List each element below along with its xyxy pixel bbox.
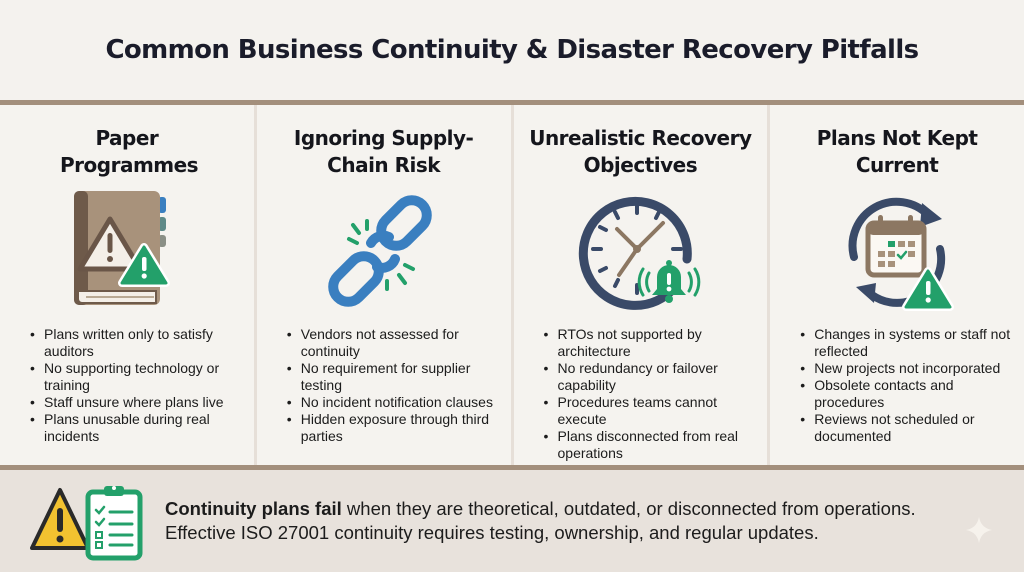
card-title: Paper Programmes [60,126,199,177]
list-item: No redundancy or failover capability [544,360,756,394]
bullet-list: Changes in systems or staff not reflecte… [800,326,1012,445]
sparkle-icon [966,517,992,543]
checklist-clipboard-icon [85,486,143,561]
pitfall-card-plans-current: Plans Not Kept Current [767,105,1024,465]
list-item: No supporting technology or training [30,360,242,394]
pitfall-columns: Paper Programmes [0,105,1024,465]
list-item: Obsolete contacts and procedures [800,377,1012,411]
bullet-list: RTOs not supported by architecture No re… [544,326,756,462]
calendar-refresh-warning-icon [832,187,962,317]
list-item: No incident notification clauses [287,394,499,411]
list-item: Changes in systems or staff not reflecte… [800,326,1012,360]
list-item: RTOs not supported by architecture [544,326,756,360]
list-item: Plans written only to satisfy auditors [30,326,242,360]
card-title: Unrealistic Recovery Objectives [529,126,752,177]
footer-bold-lead: Continuity plans fail [165,498,342,519]
list-item: Procedures teams cannot execute [544,394,756,428]
card-title: Ignoring Supply-Chain Risk [293,126,474,177]
footer-callout: Continuity plans fail when they are theo… [0,470,1024,572]
list-item: No requirement for supplier testing [287,360,499,394]
list-item: Plans unusable during real incidents [30,411,242,445]
footer-line-2: Effective ISO 27001 continuity requires … [165,522,819,543]
list-item: Staff unsure where plans live [30,394,242,411]
footer-line-1-rest: when they are theoretical, outdated, or … [341,498,916,519]
list-item: Plans disconnected from real operations [544,428,756,462]
bottom-divider [0,465,1024,470]
pitfall-card-paper-programmes: Paper Programmes [0,105,254,465]
footer-line-1: Continuity plans fail when they are theo… [165,497,916,521]
card-title: Plans Not Kept Current [816,126,978,177]
top-divider [0,100,1024,105]
list-item: Hidden exposure through third parties [287,411,499,445]
warning-triangle-icon [30,488,90,550]
pitfall-card-recovery-objectives: Unrealistic Recovery Objectives [510,105,768,465]
warning-book-icon [62,187,192,317]
page-title: Common Business Continuity & Disaster Re… [105,35,919,65]
clock-alarm-icon [575,187,705,317]
bullet-list: Plans written only to satisfy auditors N… [30,326,242,445]
footer-message: Continuity plans fail when they are theo… [165,497,916,545]
bullet-list: Vendors not assessed for continuity No r… [287,326,499,445]
list-item: Vendors not assessed for continuity [287,326,499,360]
footer-icon-group [28,482,148,562]
list-item: New projects not incorporated [800,360,1012,377]
pitfall-card-supply-chain: Ignoring Supply-Chain Risk [253,105,511,465]
broken-chain-icon [319,187,449,317]
list-item: Reviews not scheduled or documented [800,411,1012,445]
header: Common Business Continuity & Disaster Re… [0,0,1024,100]
